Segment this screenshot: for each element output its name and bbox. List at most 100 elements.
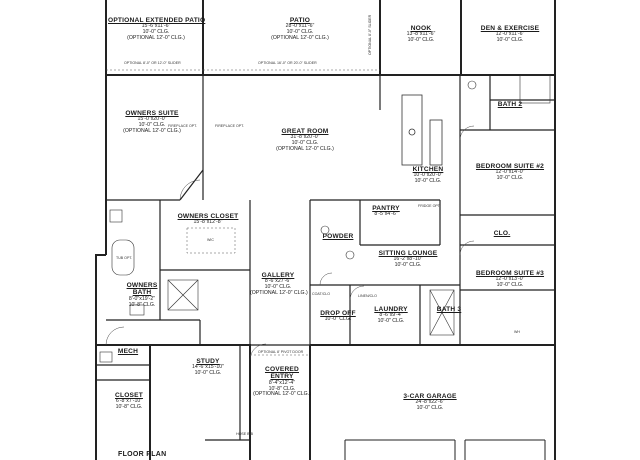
- room-ceiling: 10'-0" CLG.: [496, 282, 524, 289]
- room-dimensions: 12'-0"x14'-0": [495, 169, 525, 176]
- room-dimensions: 28'-0"x11'-6": [285, 23, 315, 30]
- room-owners-bath: OWNERS BATH 8'-0"x19'-2" 10'-8" CLG.: [120, 282, 164, 308]
- room-den-exercise: DEN & EXERCISE 12'-0"x11'-6" 10'-0" CLG.: [470, 25, 550, 44]
- garage-doors: [344, 439, 546, 460]
- room-name: BATH 2: [497, 101, 523, 108]
- note-slider-left: OPTIONAL 8'-0" OR 12'-0" SLIDER: [124, 61, 181, 65]
- room-owners-closet: OWNERS CLOSET 15'-8"x12'-8": [170, 213, 246, 226]
- room-ceiling: 10'-8" CLG.: [115, 404, 143, 411]
- room-dimensions: 14'-6"x15'-10": [192, 364, 224, 371]
- room-dimensions: 8'-0"x19'-2": [128, 295, 156, 302]
- room-name: GREAT ROOM: [281, 128, 329, 135]
- note-slider-patio: OPTIONAL 16'-0" OR 20'-0" SLIDER: [258, 61, 317, 65]
- room-dimensions: 15'-0"x20'-0": [137, 116, 167, 123]
- room-name-line-2: ENTRY: [270, 373, 294, 381]
- room-dimensions: 12'-0"x11'-6": [495, 31, 525, 38]
- room-ceiling: 10'-0" CLG.: [138, 122, 166, 129]
- room-name: BATH 3: [436, 306, 462, 313]
- room-name: PANTRY: [372, 205, 400, 212]
- room-bath2: BATH 2: [495, 101, 525, 108]
- room-dimensions: 31'-8"x20'-0": [290, 134, 320, 141]
- interior-walls: [96, 75, 555, 441]
- room-name: CLO.: [493, 230, 511, 237]
- room-ceiling: 10'-8" CLG.: [128, 301, 156, 308]
- note-slider-vertical: OPTIONAL 8'-0" SLIDER: [368, 14, 372, 55]
- note-wic: WIC: [207, 238, 214, 242]
- note-fridge: FRIDGE OPT.: [418, 204, 441, 208]
- room-ceiling: 10'-0" CLG.: [496, 175, 524, 182]
- room-name: SITTING LOUNGE: [378, 250, 438, 257]
- room-name: GALLERY: [261, 272, 295, 279]
- room-ceiling: 10'-0" CLG.: [286, 29, 314, 36]
- kitchen-island: [401, 94, 443, 166]
- room-owners-suite: OWNERS SUITE 15'-0"x20'-0" 10'-0" CLG. (…: [112, 110, 192, 135]
- room-ceiling: 10'-0" CLG.: [407, 37, 435, 44]
- room-name: DROP OFF: [320, 310, 356, 317]
- room-dimensions: 8'-4"x12'-4": [268, 379, 296, 386]
- room-ceiling: 10'-0" CLG.: [416, 405, 444, 412]
- room-bedroom-2: BEDROOM SUITE #2 12'-0"x14'-0" 10'-0" CL…: [470, 163, 550, 182]
- room-ceiling: 10'-0" CLG.: [414, 178, 442, 185]
- outer-walls: [95, 0, 556, 460]
- room-name: POWDER: [322, 233, 354, 240]
- room-name: OWNERS SUITE: [125, 110, 179, 117]
- room-dimensions: 15'-6"x11'-6": [141, 23, 171, 30]
- room-covered-entry: COVERED ENTRY 8'-4"x12'-4" 10'-8" CLG. (…: [252, 366, 312, 398]
- room-laundry: LAUNDRY 8'-6"x9'-4" 10'-0" CLG.: [370, 306, 412, 325]
- room-dimensions: 24'-8"x22'-6": [415, 399, 445, 406]
- note-fireplace-1: FIREPLACE OPT.: [168, 124, 197, 128]
- room-name-line-1: OWNERS: [126, 282, 158, 289]
- room-name: NOOK: [410, 25, 432, 32]
- room-ceiling: 10'-0" CLG.: [291, 140, 319, 147]
- room-dimensions: 6'-8"x7'-10": [115, 398, 143, 405]
- room-dimensions: 8'-5"x4'-6": [374, 211, 398, 218]
- room-pantry: PANTRY 8'-5"x4'-6": [364, 205, 408, 218]
- note-optional-door: OPTIONAL 8' PIVOT DOOR: [258, 350, 304, 354]
- room-name: KITCHEN: [412, 166, 444, 173]
- room-name-line-2: BATH: [132, 289, 152, 297]
- page-title: FLOOR PLAN: [118, 451, 167, 458]
- room-garage: 3-CAR GARAGE 24'-8"x22'-6" 10'-0" CLG.: [390, 393, 470, 412]
- room-mech: MECH: [114, 348, 142, 355]
- room-dimensions: 8'-6"x9'-4": [379, 312, 403, 319]
- note-hose: HOSE BIB: [236, 432, 253, 436]
- room-ceiling-option: (OPTIONAL 12'-0" CLG.): [127, 35, 185, 41]
- room-optional-extended-patio: OPTIONAL EXTENDED PATIO 15'-6"x11'-6" 10…: [108, 17, 206, 42]
- note-tub: TUB OPT.: [116, 256, 133, 260]
- note-ww: WH: [514, 330, 520, 334]
- room-patio: PATIO 28'-0"x11'-6" 10'-0" CLG. (OPTIONA…: [250, 17, 350, 42]
- room-bath3: BATH 3: [434, 306, 464, 313]
- room-powder: POWDER: [320, 233, 356, 240]
- room-ceiling-option: (OPTIONAL 12'-0" CLG.): [253, 391, 311, 398]
- room-ceiling-option: (OPTIONAL 12'-0" CLG.): [271, 35, 329, 41]
- room-name: BEDROOM SUITE #2: [475, 163, 545, 170]
- room-name: CLOSET: [115, 392, 143, 399]
- room-ceiling: 10'-0" CLG.: [142, 29, 170, 36]
- room-clo: CLO.: [490, 230, 514, 237]
- note-linen: LINEN/CLO: [358, 294, 377, 298]
- room-ceiling: 10'-0" CLG.: [264, 284, 292, 291]
- room-ceiling: 10'-8" CLG.: [268, 385, 296, 392]
- room-dimensions: 13'-8"x11'-6": [406, 31, 436, 38]
- room-drop-off: DROP OFF 10'-0" CLG.: [320, 310, 356, 323]
- room-dimensions: 15'-8"x12'-8": [193, 219, 223, 226]
- room-ceiling: 10'-0" CLG.: [394, 262, 422, 269]
- room-name: OPTIONAL EXTENDED PATIO: [108, 17, 206, 24]
- room-name: MECH: [117, 348, 139, 355]
- room-sitting-lounge: SITTING LOUNGE 16'-2"x8'-10" 10'-0" CLG.: [370, 250, 446, 269]
- room-name: 3-CAR GARAGE: [403, 393, 457, 400]
- room-closet: CLOSET 6'-8"x7'-10" 10'-8" CLG.: [110, 392, 148, 411]
- doors: [105, 125, 475, 361]
- room-great-room: GREAT ROOM 31'-8"x20'-0" 10'-0" CLG. (OP…: [260, 128, 350, 153]
- room-ceiling-option: (OPTIONAL 12'-0" CLG.): [250, 290, 308, 296]
- room-ceiling-option: (OPTIONAL 12'-0" CLG.): [123, 128, 181, 134]
- room-name: STUDY: [196, 358, 220, 365]
- room-bedroom-3: BEDROOM SUITE #3 12'-0"x13'-0" 10'-0" CL…: [470, 270, 550, 289]
- room-ceiling: 10'-0" CLG.: [377, 318, 405, 325]
- room-nook: NOOK 13'-8"x11'-6" 10'-0" CLG.: [386, 25, 456, 44]
- room-name: OWNERS CLOSET: [177, 213, 239, 220]
- fixtures: [99, 74, 551, 363]
- room-ceiling-option: (OPTIONAL 12'-0" CLG.): [276, 146, 334, 152]
- room-ceiling: 10'-0" CLG.: [194, 370, 222, 377]
